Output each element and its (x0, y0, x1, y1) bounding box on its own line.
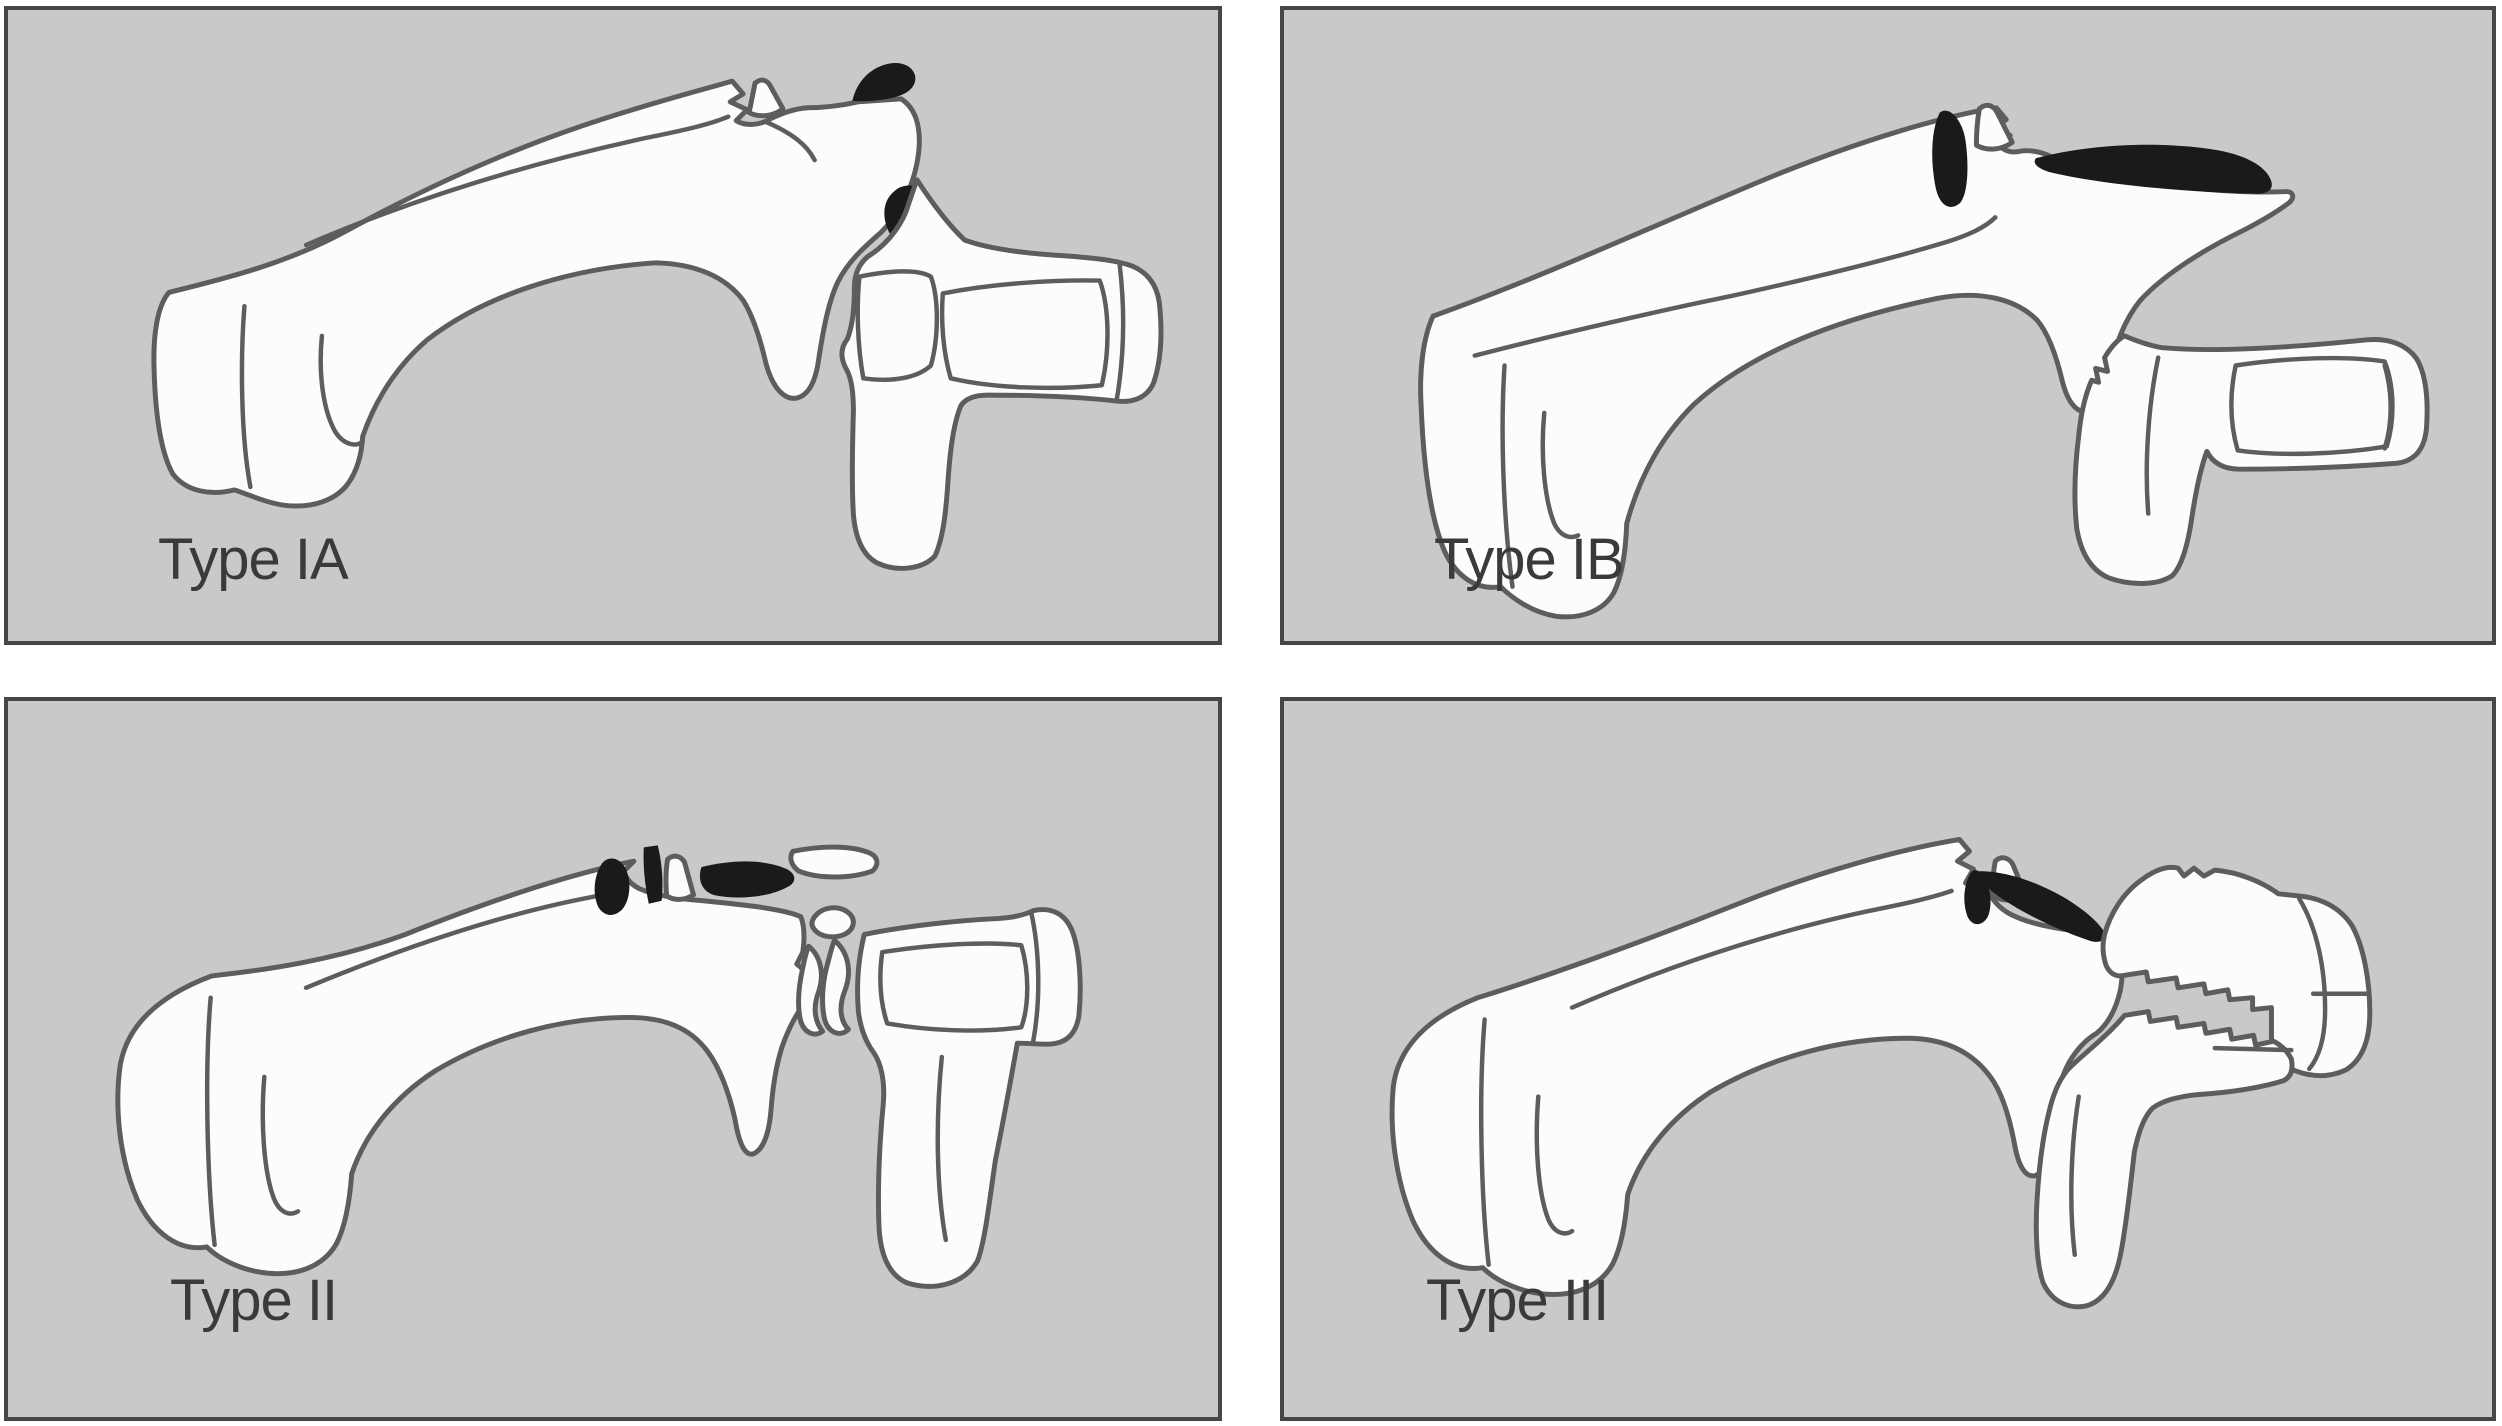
acromion-cap-divider (1114, 262, 1126, 403)
fracture-fragment-black-small (1932, 110, 1968, 207)
acromion-cap-divider (1028, 910, 1041, 1044)
small-oval-fragment (809, 905, 856, 940)
clavicle-ridge-line (303, 114, 731, 248)
panel-type-ii: Type II (4, 697, 1222, 1421)
panel-type-iii: Type III (1280, 697, 2496, 1421)
clavicle-ridge-line (1472, 215, 1998, 358)
clavicle-inner-hook (318, 333, 365, 447)
fracture-fragment-black-right (699, 861, 795, 898)
clavicle-inner-hook (1534, 1094, 1575, 1236)
acromion-facet-outline-right (939, 278, 1110, 391)
fracture-fragment-black-bar (643, 845, 663, 904)
bone-spike-fragment (1973, 102, 2015, 152)
acromion-cap-inner-arc (2297, 896, 2328, 1072)
acromion-facet-outline-left (855, 269, 940, 383)
clavicle-head-contour (762, 119, 817, 163)
bone-spike-fragment (746, 77, 786, 119)
clavicle-inner-contour (1478, 1017, 1491, 1267)
comminuted-fragment-1 (796, 943, 826, 1037)
comminuted-fragment-2 (820, 937, 851, 1036)
clavicle-inner-hook (260, 1074, 301, 1216)
acromion-bone (855, 907, 1083, 1289)
acromion-bone (839, 177, 1164, 571)
acromion-facet-outline (878, 941, 1030, 1033)
clavicle-inner-contour (239, 304, 253, 490)
bone-illustration-type-iii (1389, 836, 2373, 1310)
clavicle-ridge-line (1569, 888, 1954, 1010)
acromion-leg-contour (935, 1054, 949, 1243)
clavicle-bone (1389, 836, 2125, 1297)
panel-type-ib: Type IB (1280, 6, 2496, 645)
panel-label: Type IA (158, 527, 349, 592)
bone-illustration-type-ia (151, 62, 1164, 571)
clavicle-ridge-line (303, 892, 607, 991)
ligament-fragment-black-large (1979, 871, 2105, 942)
displaced-sliver-fragment (788, 844, 880, 880)
panel-type-ia: Type IA (4, 6, 1222, 645)
ligament-fragment-black-superior (852, 62, 916, 102)
bone-illustration-type-ii (115, 844, 1083, 1289)
panel-label: Type IB (1434, 527, 1625, 592)
acromion-bone (2072, 333, 2430, 586)
panel-label: Type III (1426, 1268, 1609, 1333)
acromion-leg-contour (2144, 355, 2161, 516)
clavicle-inner-contour (204, 995, 217, 1248)
clavicle-inner-contour (1500, 363, 1515, 589)
panel-label: Type II (170, 1268, 338, 1333)
acromion-cap-bottom-line (2212, 1045, 2294, 1053)
acromion-bone-upper (2100, 864, 2373, 1079)
clavicle-bone (151, 78, 922, 509)
clavicle-bone (115, 858, 816, 1277)
fracture-fragment-black-left (594, 858, 630, 915)
acromion-bone-lower (2033, 1009, 2295, 1310)
bone-illustration-type-ib (1418, 102, 2430, 620)
clavicle-inner-hook (1540, 410, 1581, 540)
acromion-leg-contour (2069, 1094, 2081, 1258)
ligament-fragment-black-large (2034, 144, 2272, 194)
bone-spike-fragment (663, 853, 696, 902)
acromion-facet-inner-arc (2382, 363, 2393, 451)
